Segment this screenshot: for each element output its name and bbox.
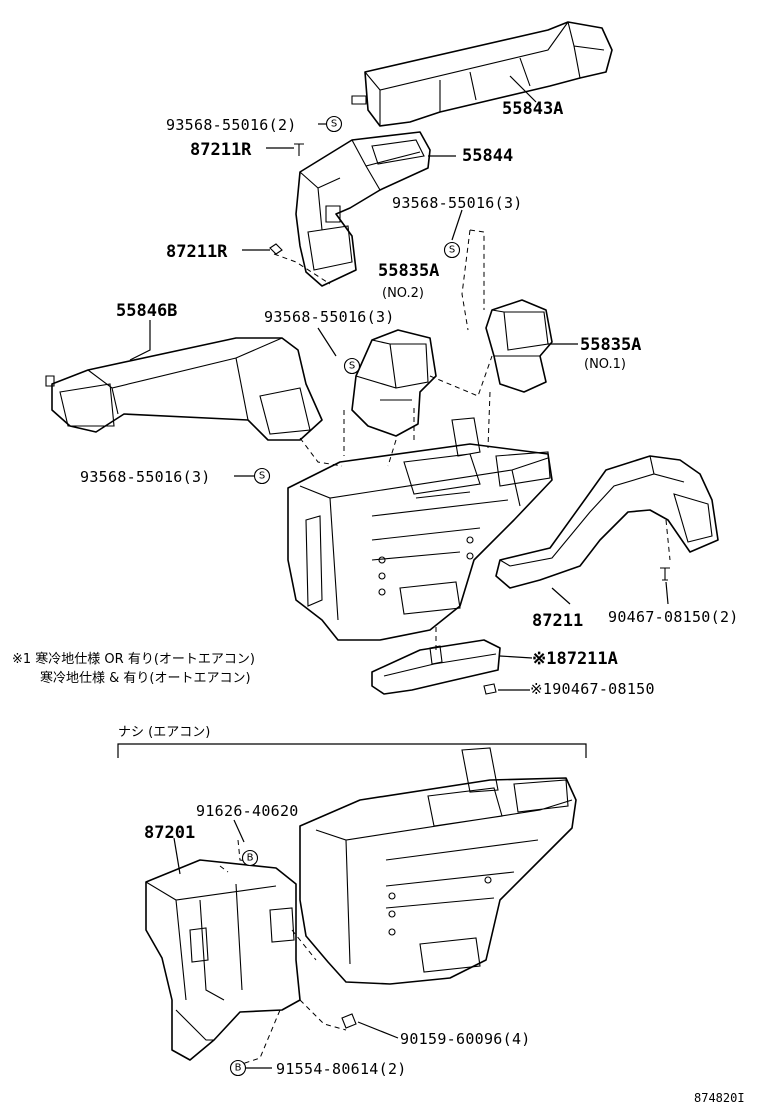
label-93568-55016-3-left: 93568-55016(3) (80, 468, 211, 486)
label-93568-55016-3-center: 93568-55016(3) (264, 308, 395, 326)
symbol-s-3: S (343, 357, 361, 375)
label-87201: 87201 (144, 823, 195, 843)
assembly-lines (219, 229, 671, 1067)
label-55843a: 55843A (502, 99, 563, 119)
heater-unit-upper (287, 417, 553, 641)
symbol-b-2: B (229, 1059, 247, 1077)
duct-87211a (371, 639, 501, 695)
screw-holes (378, 536, 474, 596)
label-90159-60096-4: 90159-60096(4) (400, 1030, 531, 1048)
svg-text:B: B (247, 853, 254, 864)
duct-55835a-no1 (485, 299, 553, 393)
svg-text:B: B (235, 1063, 242, 1074)
symbol-s-2: S (443, 241, 461, 259)
symbol-s-4: S (253, 467, 271, 485)
label-55835a-no1: 55835A (580, 335, 641, 355)
label-90467-08150-2: 90467-08150(2) (608, 608, 739, 626)
svg-text:S: S (259, 471, 265, 482)
label-no1: (NO.1) (584, 357, 626, 372)
svg-text:S: S (331, 119, 337, 130)
label-55846b: 55846B (116, 301, 177, 321)
label-87211: 87211 (532, 611, 583, 631)
symbol-b-1: B (241, 849, 259, 867)
label-90467-08150-note: ※190467-08150 (530, 680, 655, 698)
label-87211r-top: 87211R (190, 140, 252, 160)
note-line-1: ※1 寒冷地仕様 OR 有り(オートエアコン) (12, 651, 255, 667)
fasteners (269, 143, 670, 1029)
label-87211a: ※187211A (532, 649, 618, 669)
leader-lines (129, 75, 669, 1069)
section-bracket (117, 743, 587, 758)
label-91554-80614-2: 91554-80614(2) (276, 1060, 407, 1078)
duct-55843a (351, 21, 613, 127)
label-55835a-no2: 55835A (378, 261, 439, 281)
diagram-reference: 874820I (694, 1091, 745, 1105)
label-no2: (NO.2) (382, 286, 424, 301)
screw-holes-lower (388, 876, 492, 936)
duct-55844 (295, 131, 431, 287)
label-93568-55016-2: 93568-55016(2) (166, 116, 297, 134)
svg-text:S: S (349, 361, 355, 372)
duct-55846b (45, 337, 323, 441)
label-91626-40620: 91626-40620 (196, 802, 299, 820)
duct-55835a-no2 (351, 329, 437, 437)
symbol-s-1: S (325, 115, 343, 133)
label-93568-55016-3-right: 93568-55016(3) (392, 194, 523, 212)
heater-unit-lower (299, 747, 577, 985)
label-55844: 55844 (462, 146, 513, 166)
duct-87211 (495, 455, 719, 589)
label-87211r-mid: 87211R (166, 242, 228, 262)
note-line-2: 寒冷地仕様 & 有り(オートエアコン) (40, 670, 251, 686)
svg-text:S: S (449, 245, 455, 256)
section-title: ナシ (エアコン) (118, 725, 210, 740)
housing-87201 (145, 859, 301, 1061)
